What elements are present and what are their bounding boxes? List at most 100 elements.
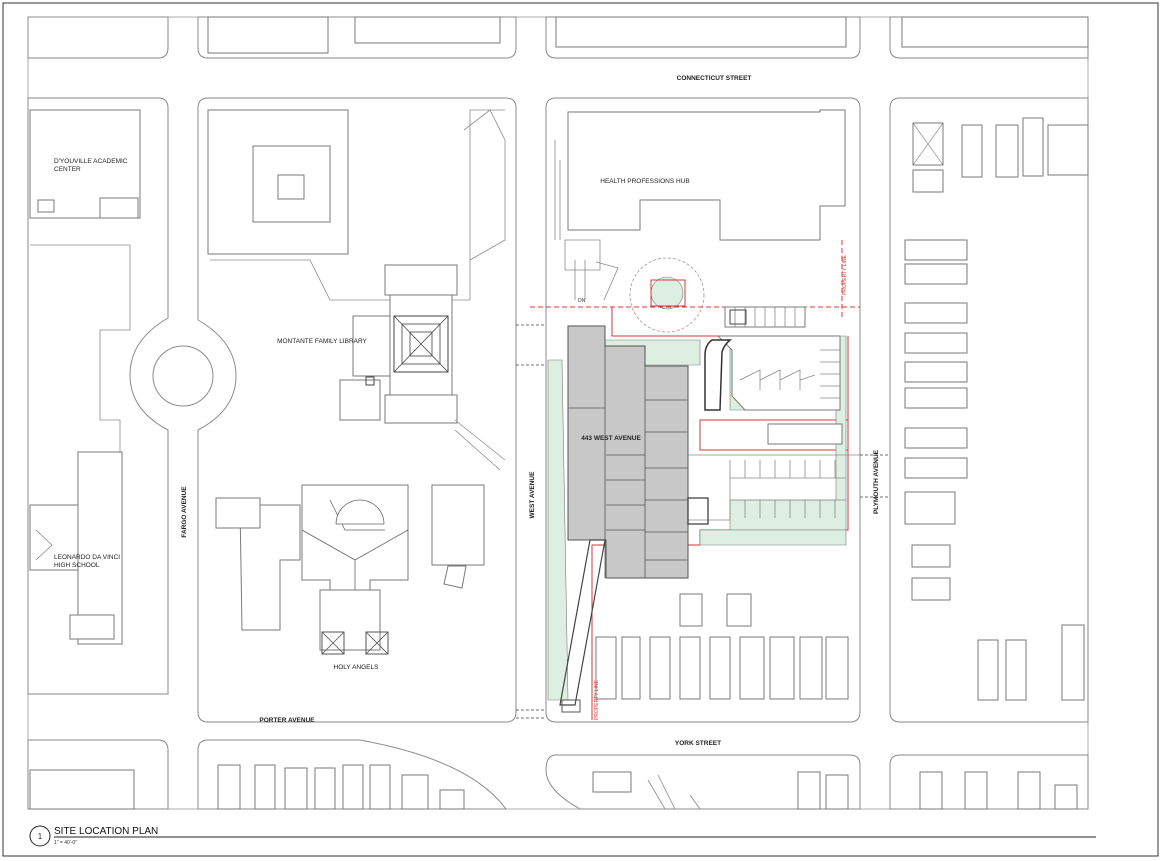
label-dn: DN: [578, 298, 586, 304]
br-diagonal: [647, 774, 701, 810]
house-fr-1-roof: [912, 122, 944, 166]
house-bc-4: [314, 767, 336, 810]
library-roof-mid: [401, 323, 441, 365]
library-roof-outer: [393, 315, 449, 373]
building-health-hub: [567, 109, 846, 241]
library-center-block: [389, 294, 453, 396]
davinci-entrance: [35, 529, 53, 561]
parking-angled-stalls: [739, 369, 816, 390]
hub-drop-off: [595, 261, 619, 301]
building-davinci-wing: [29, 504, 79, 571]
holy-angels-tower-cross: [321, 631, 389, 655]
parking-island: [704, 339, 733, 411]
label-montante-family-library: MONTANTE FAMILY LIBRARY: [277, 338, 367, 345]
label-west-avenue: WEST AVENUE: [529, 471, 536, 519]
houses-south: [595, 593, 849, 700]
house-bc-7: [401, 774, 429, 810]
label-connecticut-street: CONNECTICUT STREET: [677, 75, 752, 82]
house-bfr-1: [919, 771, 943, 810]
title-scale: 1" = 40'-0": [54, 840, 77, 846]
house-fr-1b: [912, 169, 944, 193]
library-west-wing: [352, 315, 392, 377]
house-bc-3: [284, 767, 308, 810]
parking-east-lot: [716, 335, 841, 411]
house-bc-8: [439, 789, 465, 810]
label-davinci-line1: LEONARDO DA VINCI: [54, 554, 120, 561]
house-bc-6: [369, 764, 391, 810]
house-bc-2: [254, 764, 276, 810]
library-rotunda-core: [277, 174, 305, 200]
house-bfr-3: [1017, 771, 1041, 810]
circle-planting: [650, 276, 684, 310]
label-dyouville-line2: CENTER: [54, 166, 81, 173]
landscape-south-strip: [699, 529, 847, 546]
holy-angels-tower-left: [321, 631, 345, 655]
circle-property-marker: [650, 279, 686, 307]
library-south-wing: [384, 394, 458, 424]
label-property-line-south: PROPERTY LINE: [594, 679, 600, 719]
library-roof-inner: [409, 331, 433, 357]
label-health-professions-hub: HEALTH PROFESSIONS HUB: [600, 178, 689, 185]
building-br-1: [592, 771, 632, 793]
house-fr-2: [961, 124, 983, 178]
crosswalks: [516, 324, 890, 719]
label-443-west-avenue: 443 WEST AVENUE: [581, 435, 641, 442]
label-davinci-line2: HIGH SCHOOL: [54, 562, 100, 569]
building-top-1: [207, 16, 329, 54]
hub-ramp: [574, 260, 586, 300]
house-fr-5: [1047, 124, 1089, 176]
library-ramp: [454, 419, 506, 471]
label-fargo-avenue: FARGO AVENUE: [181, 486, 188, 538]
block-top-left: [27, 16, 169, 59]
hub-west-walk: [554, 140, 561, 240]
holy-angels-roof: [301, 529, 409, 590]
holy-angels-rectory-annex: [215, 497, 261, 529]
parking-north-utility: [729, 309, 747, 325]
building-br-2: [797, 771, 821, 810]
building-davinci-annex: [69, 614, 115, 640]
parking-south-stalls: [729, 460, 846, 520]
house-bc-1: [217, 764, 241, 810]
building-443-grid: [568, 346, 688, 578]
label-plymouth-avenue: PLYMOUTH AVENUE: [873, 449, 880, 514]
building-br-3: [825, 774, 849, 810]
holy-angels-apse-ridge: [329, 499, 385, 531]
property-line-lot: [699, 419, 849, 451]
holy-angels-hall: [431, 484, 485, 566]
building-dyouville-annex: [37, 199, 55, 213]
label-porter-avenue: PORTER AVENUE: [259, 717, 315, 724]
building-bottom-left: [29, 769, 135, 810]
library-north-wing: [384, 264, 458, 296]
building-top-2: [354, 16, 501, 44]
house-bfr-4: [1054, 784, 1078, 810]
label-property-line-north: PROPERTY LINE: [842, 254, 848, 294]
building-top-3: [555, 16, 847, 48]
library-stair: [365, 376, 375, 386]
library-diagonal: [463, 109, 506, 261]
holy-angels-tower-right: [365, 631, 389, 655]
library-roof-ridge: [393, 315, 449, 373]
title-number: 1: [38, 832, 43, 841]
building-lot-shed: [767, 423, 843, 445]
house-bc-5: [342, 764, 364, 810]
building-top-4: [901, 16, 1089, 48]
holy-angels-shed: [443, 565, 467, 589]
circle-drive: [629, 257, 705, 333]
parking-north-stalls: [734, 307, 796, 327]
holy-angels-nave: [319, 589, 381, 651]
title-site-location-plan: SITE LOCATION PLAN: [54, 826, 158, 837]
block-bottom-right: [545, 754, 861, 810]
dumpster-enclosure: [687, 497, 709, 525]
holy-angels-apse: [335, 499, 385, 525]
label-dyouville-line1: D'YOUVILLE ACADEMIC: [54, 158, 128, 165]
title-number-circle: [29, 825, 51, 847]
west-ramp-landing: [561, 699, 581, 713]
hub-entrance: [564, 239, 601, 271]
house-bfr-2: [964, 771, 988, 810]
house-fr-3: [995, 124, 1019, 178]
path-left-walk: [30, 244, 131, 470]
parking-east-stalls: [820, 349, 840, 399]
